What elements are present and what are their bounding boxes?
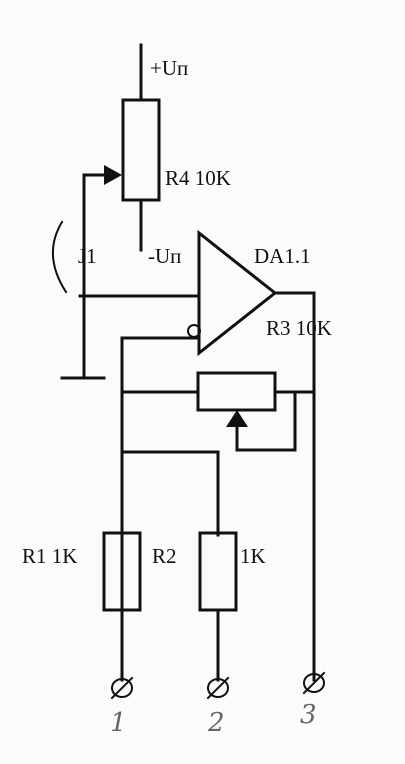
r1-resistor xyxy=(102,531,142,612)
terminal-2 xyxy=(207,678,229,698)
wire-output xyxy=(273,291,316,682)
r4-wiper-arrow xyxy=(104,165,122,185)
r4-resistor xyxy=(121,98,161,202)
r3-wiper-wire xyxy=(235,390,297,452)
r2-resistor xyxy=(198,531,238,612)
wire-inverting-input xyxy=(120,336,201,682)
label-r2-value: 1K xyxy=(240,544,266,568)
label-r3: R3 10K xyxy=(266,316,332,340)
terminal-label-3: 3 xyxy=(300,700,317,730)
label-r2: R2 xyxy=(152,544,177,568)
label-da: DA1.1 xyxy=(254,244,311,268)
wire-branch-r2 xyxy=(120,450,220,537)
label-supply-pos: +Uп xyxy=(150,56,189,80)
r4-wiper-wire xyxy=(82,173,106,377)
label-r1: R1 1K xyxy=(22,544,78,568)
terminal-3 xyxy=(303,673,325,693)
op-amp-da1 xyxy=(197,229,278,357)
terminal-label-1: 1 xyxy=(110,708,127,738)
terminal-1 xyxy=(111,678,133,698)
label-supply-neg: -Uп xyxy=(148,244,182,268)
label-r4: R4 10K xyxy=(165,166,231,190)
j1-jumper-arc xyxy=(51,220,68,294)
r3-wiper-arrow xyxy=(226,410,248,427)
inverting-input-marker xyxy=(187,324,201,338)
terminal-label-2: 2 xyxy=(208,708,225,738)
label-j1: J1 xyxy=(78,244,97,268)
r3-resistor xyxy=(196,371,277,412)
